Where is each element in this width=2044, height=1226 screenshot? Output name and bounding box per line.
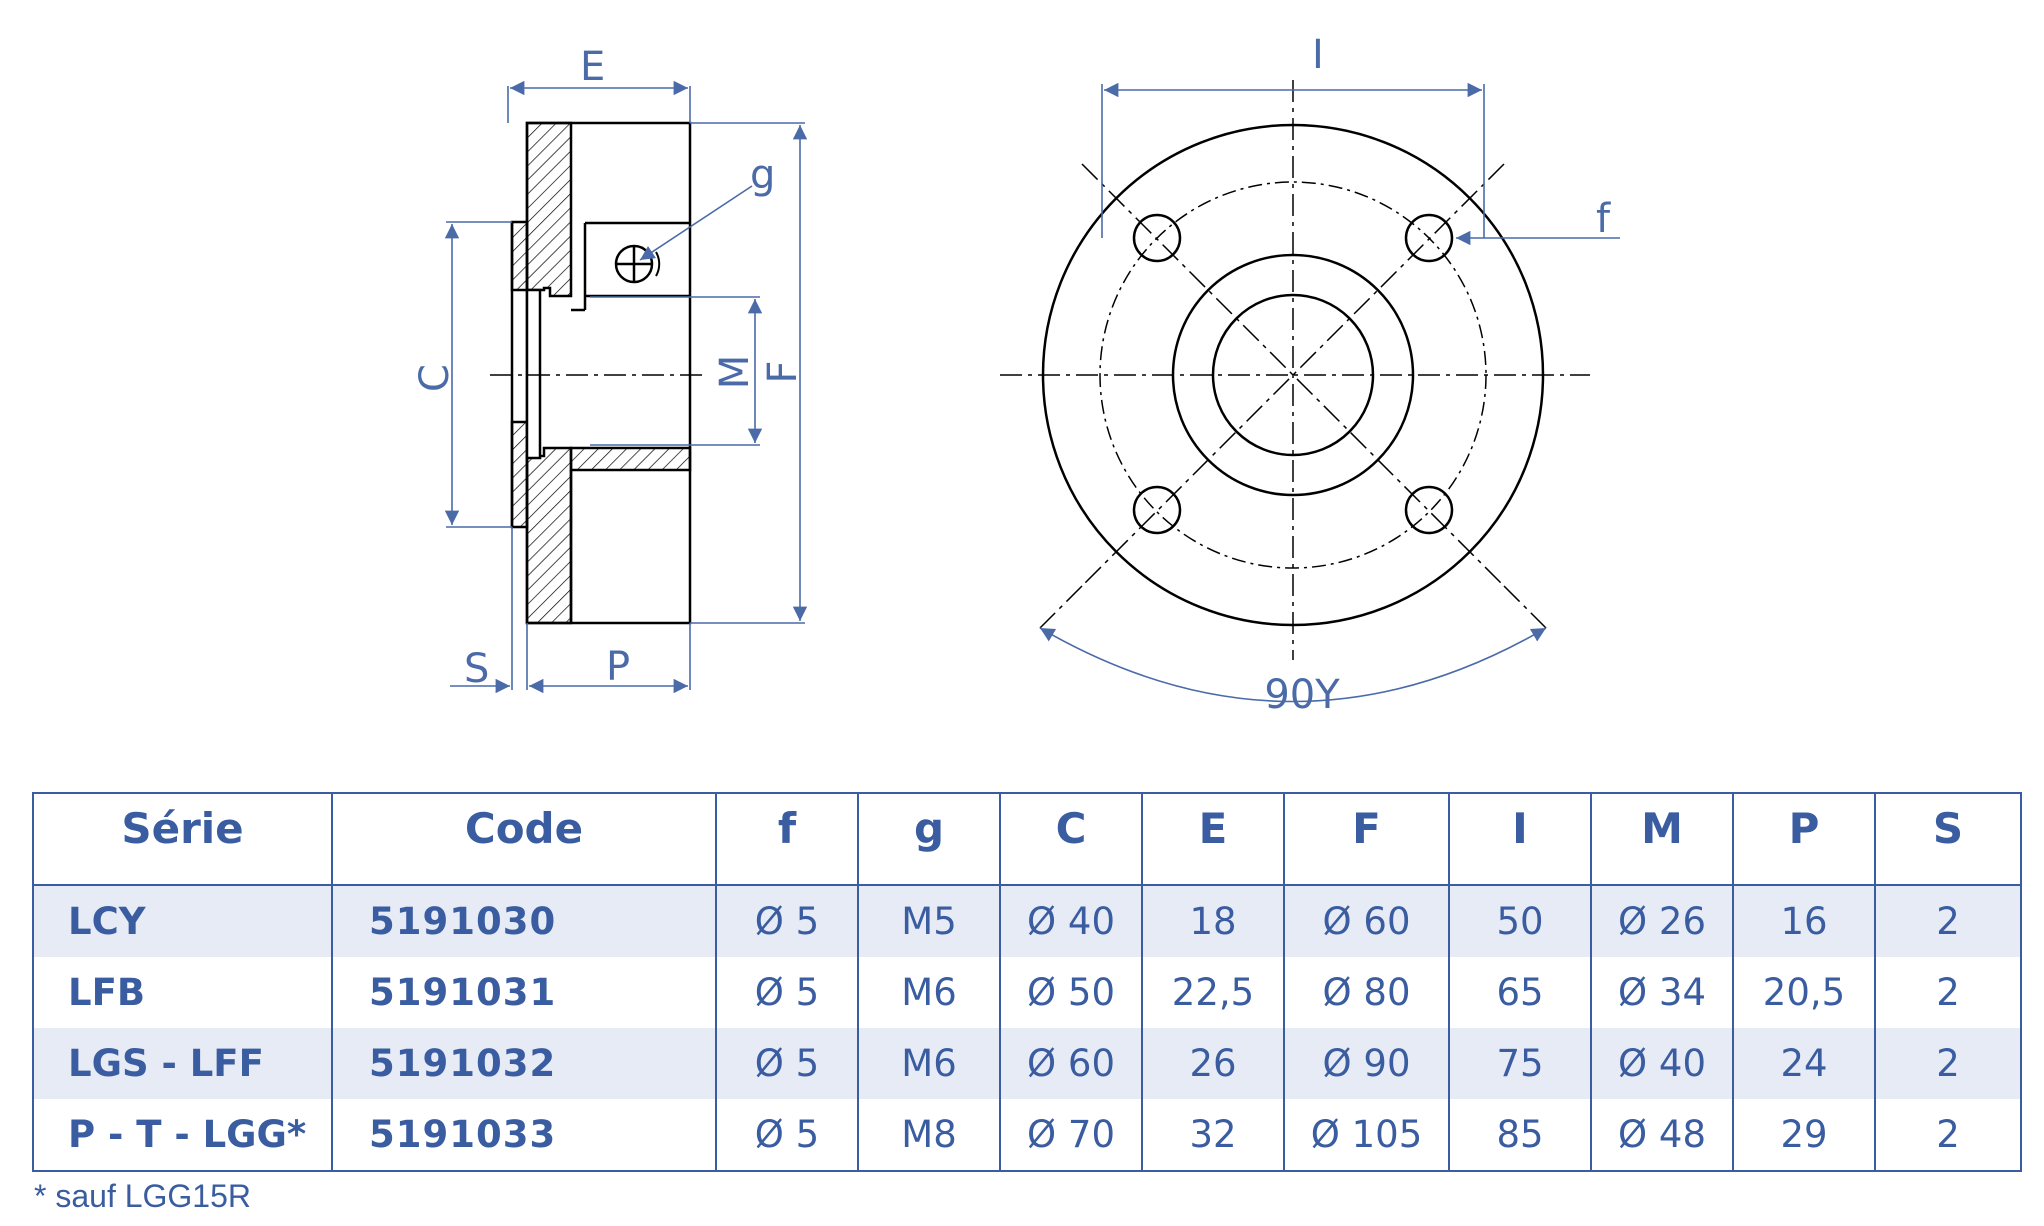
cell-f: Ø 5 (715, 1099, 859, 1171)
cell-f: Ø 5 (715, 885, 859, 957)
cell-M: Ø 26 (1590, 885, 1734, 957)
table-header-row: Série Code f g C E F I M P S (32, 793, 2022, 886)
cell-I: 50 (1448, 885, 1592, 957)
header-F: F (1283, 793, 1450, 886)
side-dimensions (444, 80, 808, 694)
header-E: E (1141, 793, 1285, 886)
header-g: g (857, 793, 1001, 886)
cell-E: 22,5 (1141, 957, 1285, 1028)
cell-serie: LGS - LFF (32, 1028, 333, 1099)
spec-table: Série Code f g C E F I M P S LCY 5191030… (32, 792, 2022, 1172)
cell-F: Ø 80 (1283, 957, 1450, 1028)
cell-serie: LFB (32, 957, 333, 1028)
table-row: LFB 5191031 Ø 5 M6 Ø 50 22,5 Ø 80 65 Ø 3… (32, 957, 2022, 1028)
cell-g: M8 (857, 1099, 1001, 1171)
cell-serie: P - T - LGG* (32, 1099, 333, 1171)
cell-I: 75 (1448, 1028, 1592, 1099)
label-f: f (1596, 196, 1611, 242)
cell-C: Ø 70 (999, 1099, 1143, 1171)
cell-C: Ø 50 (999, 957, 1143, 1028)
label-F: F (760, 360, 806, 383)
label-g: g (750, 152, 775, 198)
label-C: C (412, 364, 458, 392)
cell-F: Ø 60 (1283, 885, 1450, 957)
header-M: M (1590, 793, 1734, 886)
header-serie: Série (32, 793, 333, 886)
footnote: * sauf LGG15R (34, 1178, 251, 1214)
cell-C: Ø 40 (999, 885, 1143, 957)
label-angle: 90Υ (1264, 672, 1340, 718)
cell-E: 32 (1141, 1099, 1285, 1171)
header-I: I (1448, 793, 1592, 886)
cell-M: Ø 40 (1590, 1028, 1734, 1099)
side-section-view (510, 121, 692, 625)
cell-I: 65 (1448, 957, 1592, 1028)
label-P: P (606, 644, 630, 690)
front-dimensions (1039, 82, 1620, 703)
cell-f: Ø 5 (715, 957, 859, 1028)
cell-I: 85 (1448, 1099, 1592, 1171)
cell-S: 2 (1874, 957, 2022, 1028)
label-E: E (580, 44, 605, 90)
table-row: P - T - LGG* 5191033 Ø 5 M8 Ø 70 32 Ø 10… (32, 1099, 2022, 1171)
cell-g: M6 (857, 957, 1001, 1028)
label-S: S (464, 646, 489, 692)
cell-g: M6 (857, 1028, 1001, 1099)
label-M: M (712, 355, 758, 390)
cell-f: Ø 5 (715, 1028, 859, 1099)
cell-code: 5191031 (331, 957, 717, 1028)
cell-P: 20,5 (1732, 957, 1876, 1028)
cell-code: 5191033 (331, 1099, 717, 1171)
cell-M: Ø 48 (1590, 1099, 1734, 1171)
cell-P: 16 (1732, 885, 1876, 957)
cell-C: Ø 60 (999, 1028, 1143, 1099)
table-row: LCY 5191030 Ø 5 M5 Ø 40 18 Ø 60 50 Ø 26 … (32, 885, 2022, 957)
cell-g: M5 (857, 885, 1001, 957)
cell-E: 26 (1141, 1028, 1285, 1099)
cell-F: Ø 90 (1283, 1028, 1450, 1099)
cell-P: 24 (1732, 1028, 1876, 1099)
label-I: I (1312, 32, 1324, 78)
cell-M: Ø 34 (1590, 957, 1734, 1028)
cell-code: 5191030 (331, 885, 717, 957)
cell-F: Ø 105 (1283, 1099, 1450, 1171)
cell-serie: LCY (32, 885, 333, 957)
header-f: f (715, 793, 859, 886)
technical-drawing: E g C M F S P I f 90Υ (412, 32, 1620, 718)
cell-P: 29 (1732, 1099, 1876, 1171)
cell-S: 2 (1874, 1028, 2022, 1099)
cell-S: 2 (1874, 885, 2022, 957)
cell-S: 2 (1874, 1099, 2022, 1171)
header-C: C (999, 793, 1143, 886)
cell-E: 18 (1141, 885, 1285, 957)
header-S: S (1874, 793, 2022, 886)
cell-code: 5191032 (331, 1028, 717, 1099)
header-P: P (1732, 793, 1876, 886)
table-row: LGS - LFF 5191032 Ø 5 M6 Ø 60 26 Ø 90 75… (32, 1028, 2022, 1099)
header-code: Code (331, 793, 717, 886)
